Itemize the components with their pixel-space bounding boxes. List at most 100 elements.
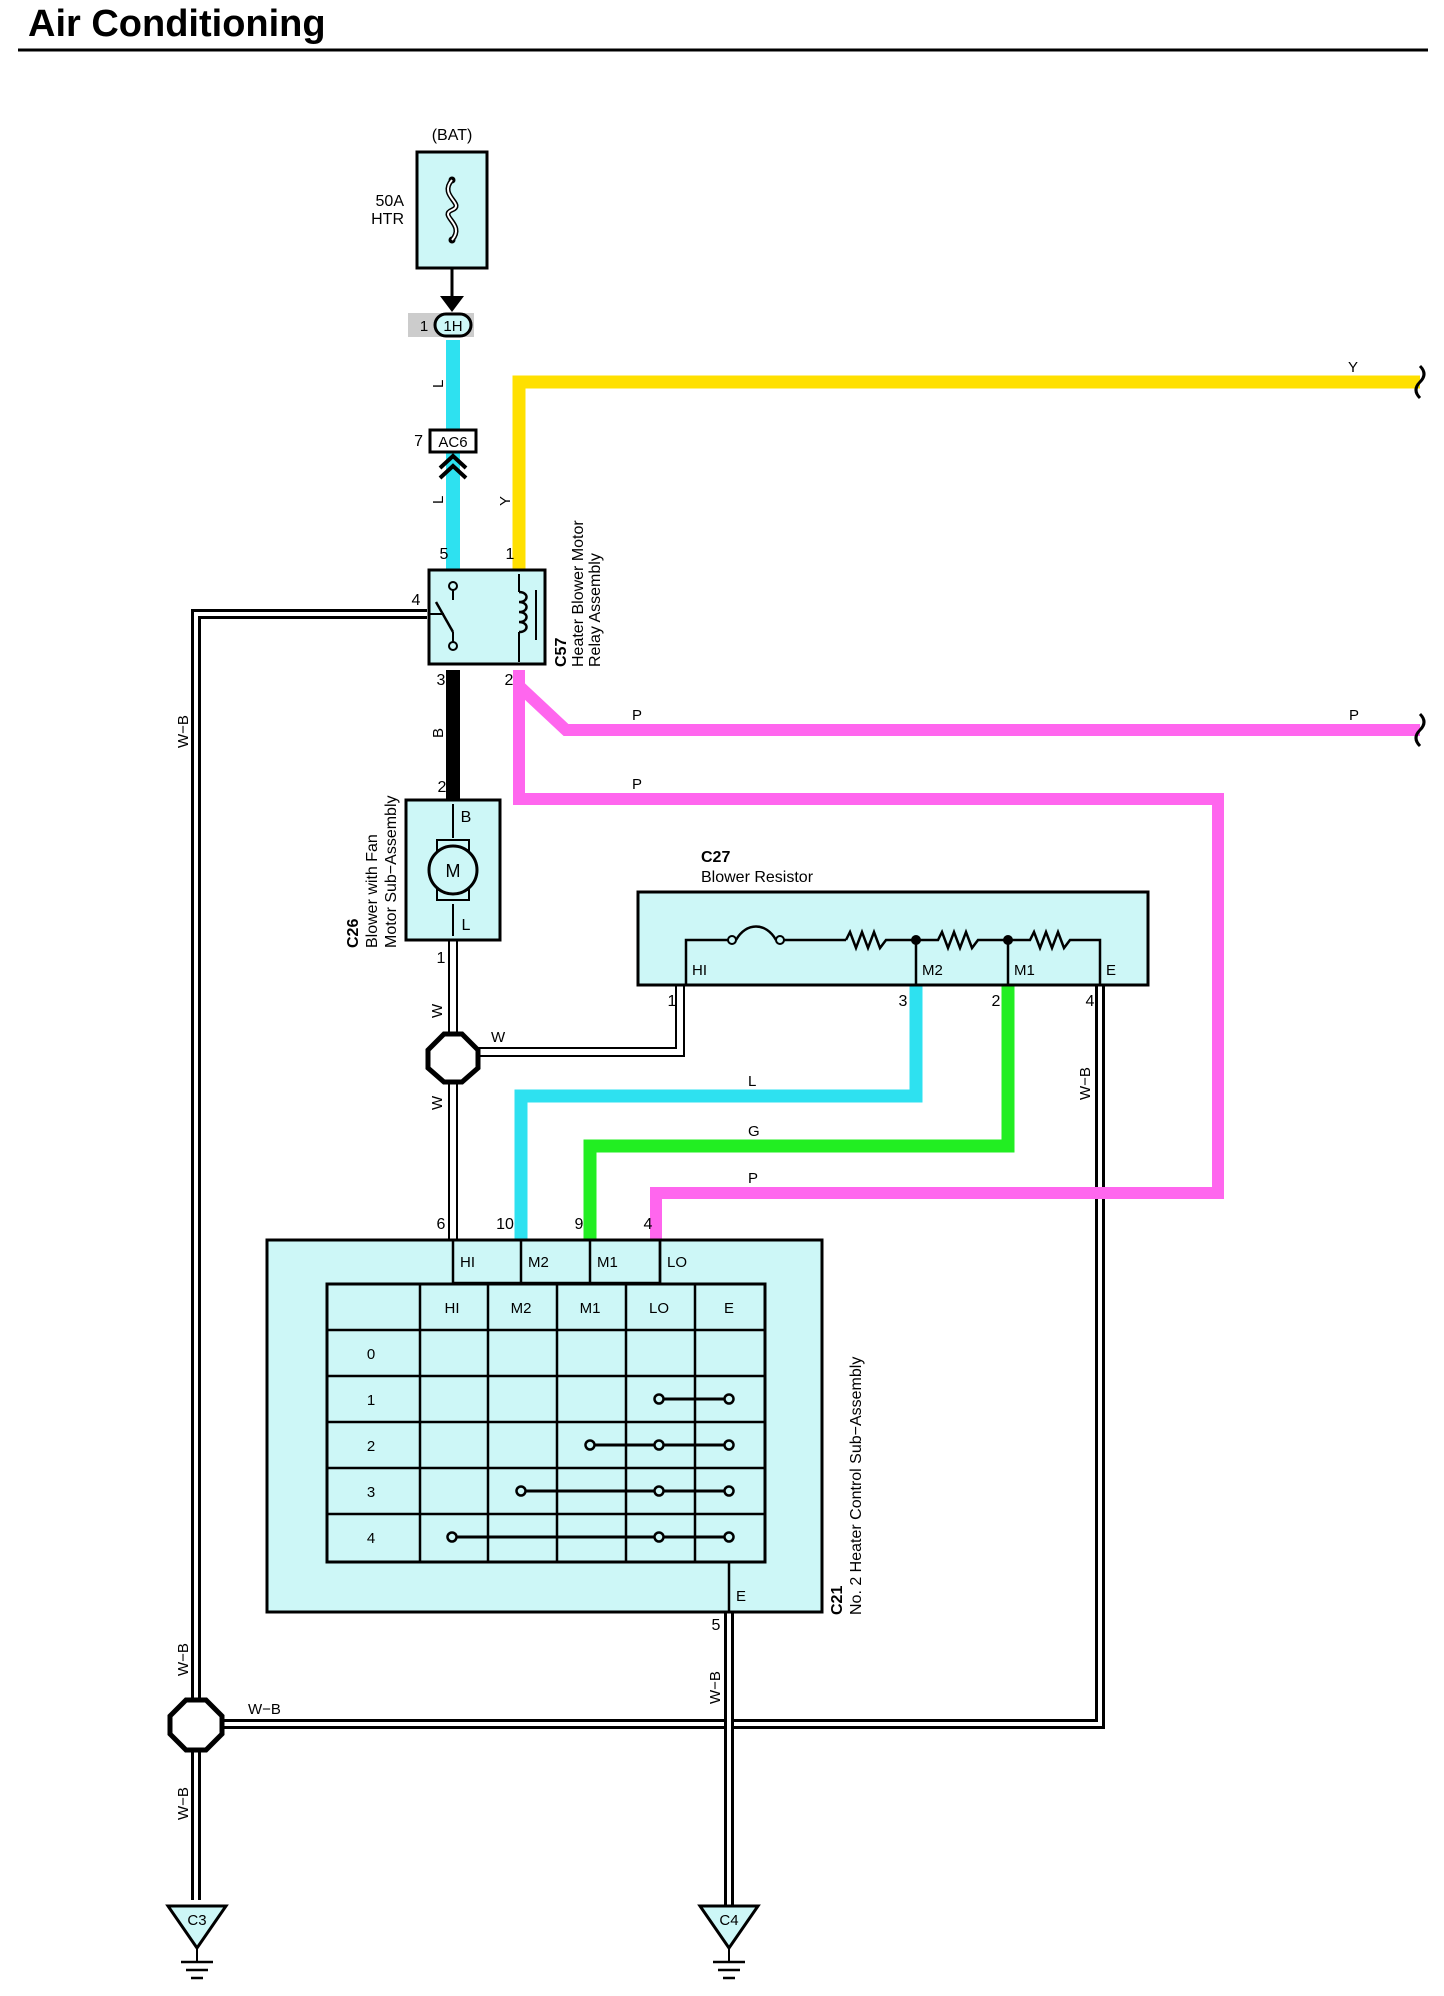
connection-dot-pos-2-e	[723, 1439, 735, 1451]
blower-pin-1: 1	[437, 950, 446, 967]
wire-label-y-vertical: Y	[497, 496, 514, 506]
table-header-m1: M1	[580, 1300, 601, 1317]
blower-c26: M B L 2 1 C26 Blower with Fan Motor Sub−…	[345, 779, 502, 967]
table-position-3: 3	[367, 1484, 375, 1501]
connection-dot-pos-3-lo	[653, 1485, 665, 1497]
table-header-hi: HI	[445, 1300, 460, 1317]
connection-dot-pos-3-m2	[515, 1485, 527, 1497]
chevron-up-icon	[438, 453, 468, 480]
wire-label-wb-right: W−B	[1077, 1067, 1094, 1100]
motor-icon	[427, 844, 479, 896]
control-terminal-e: E	[736, 1588, 746, 1605]
connection-dot-pos-3-e	[723, 1485, 735, 1497]
ground-c4-label: C4	[719, 1912, 738, 1929]
relay-c57: 5 1 4 3 2 C57 Heater Blower Motor Relay …	[412, 520, 604, 689]
resistor-code: C27	[701, 849, 730, 866]
wire-label-g-horizontal: G	[748, 1123, 760, 1140]
resistor-pin-4: 4	[1086, 993, 1095, 1010]
connection-dot-pos-1-e	[723, 1393, 735, 1405]
wire-label-w-upper: W	[429, 1003, 446, 1018]
relay-pin-4: 4	[412, 592, 421, 609]
connector-1h-pin: 1	[420, 318, 428, 335]
wire-w	[448, 940, 685, 1240]
wire-p-break	[1414, 712, 1426, 748]
relay-pin-3: 3	[437, 672, 446, 689]
wire-y	[512, 375, 1420, 570]
resistor-terminal-m1: M1	[1014, 962, 1035, 979]
relay-coil-icon	[518, 590, 528, 634]
wire-label-wb-horizontal: W−B	[248, 1701, 281, 1718]
wire-label-p-upper-right: P	[1349, 707, 1359, 724]
table-position-0: 0	[367, 1346, 375, 1363]
wire-y-break	[1414, 364, 1426, 400]
control-pin-10: 10	[496, 1216, 514, 1233]
wire-label-wb-c21: W−B	[707, 1671, 724, 1704]
wire-label-l-upper: L	[430, 380, 447, 388]
table-position-4: 4	[367, 1530, 375, 1547]
table-position-2: 2	[367, 1438, 375, 1455]
resistor-terminal-hi: HI	[692, 962, 707, 979]
control-box	[265, 1238, 824, 1614]
relay-name-2: Relay Assembly	[587, 553, 604, 667]
resistor-pin-2: 2	[992, 993, 1001, 1010]
ground-c3-label: C3	[187, 1912, 206, 1929]
relay-code: C57	[553, 638, 570, 667]
fuse-htr: (BAT) 50A HTR	[371, 127, 489, 312]
table-header-m2: M2	[511, 1300, 532, 1317]
blower-name-2: Motor Sub−Assembly	[383, 795, 400, 948]
wire-wb	[191, 609, 1105, 1905]
connection-dot-pos-2-lo	[653, 1439, 665, 1451]
wire-label-w-right: W	[491, 1029, 506, 1046]
control-pin-6: 6	[437, 1216, 446, 1233]
arrow-down-icon	[440, 296, 464, 312]
thermal-fuse-icon	[734, 925, 778, 941]
resistor-c27: C27 Blower Resistor HI M2 M1 E 1 3 2 4	[636, 849, 1150, 1010]
wire-label-wb-left-top: W−B	[175, 715, 192, 748]
blower-name-1: Blower with Fan	[364, 834, 381, 948]
relay-pin-2: 2	[505, 672, 514, 689]
fuse-source-label: (BAT)	[432, 127, 473, 144]
resistor-terminal-m2: M2	[922, 962, 943, 979]
table-position-1: 1	[367, 1392, 375, 1409]
control-code: C21	[829, 1586, 846, 1615]
wire-p-right	[513, 670, 1420, 736]
relay-switch-icon	[434, 601, 455, 633]
control-name: No. 2 Heater Control Sub−Assembly	[848, 1357, 865, 1615]
wire-label-l-lower: L	[430, 496, 447, 504]
table-header-lo: LO	[649, 1300, 669, 1317]
resistor-pin-1: 1	[668, 993, 677, 1010]
relay-pin-5: 5	[440, 546, 449, 563]
connector-1h: 1 1H	[408, 312, 474, 338]
blower-code: C26	[345, 919, 362, 948]
control-terminal-hi: HI	[460, 1254, 475, 1271]
table-header-e: E	[724, 1300, 734, 1317]
heater-control-c21: HI M2 M1 LO 6 10 9 4 HI M2 M1 LO E 0 1	[265, 1216, 865, 1634]
fuse-name-label: HTR	[371, 211, 404, 228]
connection-dot-pos-1-lo	[653, 1393, 665, 1405]
wire-label-w-lower: W	[429, 1095, 446, 1110]
motor-symbol: M	[446, 861, 461, 881]
control-terminal-lo: LO	[667, 1254, 687, 1271]
wire-label-l-horizontal: L	[748, 1073, 756, 1090]
connector-ac6-pin: 7	[414, 433, 423, 450]
junction-wb	[167, 1697, 225, 1753]
wire-labels: L L Y Y B P P P P L G W W W W−B W−B W−B …	[175, 359, 1359, 1820]
wire-label-wb-left-low: W−B	[175, 1787, 192, 1820]
connection-dot-pos-4-hi	[446, 1531, 458, 1543]
wire-g-m1	[583, 985, 1015, 1240]
wire-label-p-middle: P	[632, 776, 642, 793]
wires	[191, 340, 1426, 1905]
junction-w	[425, 1031, 481, 1085]
relay-pin-1: 1	[506, 546, 515, 563]
blower-terminal-l: L	[462, 917, 471, 934]
control-terminal-m2: M2	[528, 1254, 549, 1271]
connector-ac6: 7 AC6	[414, 428, 478, 480]
blower-terminal-b: B	[461, 809, 472, 826]
control-pin-4: 4	[644, 1216, 653, 1233]
connection-dot-pos-4-lo	[653, 1531, 665, 1543]
switch-connections	[446, 1393, 735, 1543]
wire-label-b: B	[430, 728, 447, 738]
wire-p-control-lo	[513, 686, 1224, 1240]
connection-dot-pos-2-m1	[584, 1439, 596, 1451]
